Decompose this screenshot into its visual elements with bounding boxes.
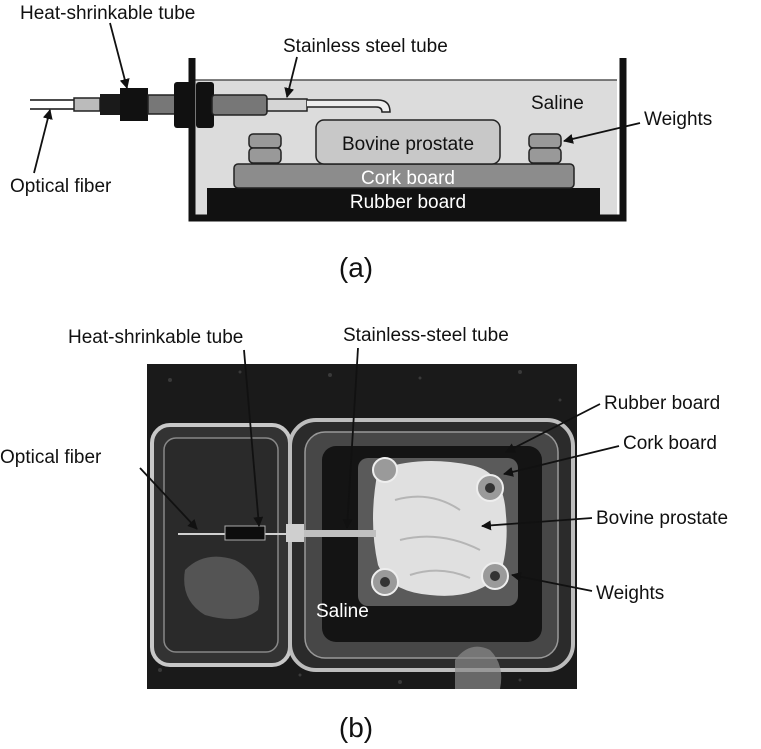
weights-left bbox=[248, 133, 282, 164]
connector-photo bbox=[286, 524, 304, 542]
label-a-saline: Saline bbox=[531, 93, 584, 114]
heat-shrinkable-tube-shape bbox=[120, 88, 148, 121]
label-a-bovine-prostate: Bovine prostate bbox=[342, 134, 474, 155]
arrow-a-heat-shrinkable-tube bbox=[109, 22, 130, 89]
bovine-prostate-shape bbox=[315, 119, 501, 165]
photo-texture bbox=[158, 370, 567, 684]
label-b-stainless-steel-tube: Stainless-steel tube bbox=[343, 325, 509, 346]
arrow-b-heat-shrinkable-tube bbox=[243, 349, 264, 527]
rubber-board-shape bbox=[207, 188, 600, 215]
panel-a-schematic: Heat-shrinkable tube Stainless steel tub… bbox=[10, 3, 712, 283]
label-a-rubber-board: Rubber board bbox=[350, 192, 466, 213]
panel-b-caption: (b) bbox=[339, 712, 373, 743]
arrow-b-bovine-prostate bbox=[481, 517, 593, 531]
bulkhead-nut-inner bbox=[196, 82, 214, 128]
connector-small bbox=[100, 94, 120, 115]
arrow-b-optical-fiber bbox=[139, 467, 198, 530]
arrow-a-weights bbox=[563, 122, 641, 144]
stainless-steel-tube-shape bbox=[266, 98, 308, 112]
label-b-heat-shrinkable-tube: Heat-shrinkable tube bbox=[68, 327, 243, 348]
label-b-weights: Weights bbox=[596, 583, 664, 604]
arrow-b-rubber-board bbox=[505, 403, 601, 453]
stainless-steel-tube-photo bbox=[304, 530, 376, 537]
panel-b-photo: Heat-shrinkable tube Stainless-steel tub… bbox=[0, 325, 728, 743]
fiber-tip bbox=[307, 99, 391, 113]
label-a-cork-board: Cork board bbox=[361, 168, 455, 189]
label-a-heat-shrinkable-tube: Heat-shrinkable tube bbox=[20, 3, 195, 24]
label-a-weights: Weights bbox=[644, 109, 712, 130]
left-container-mottle bbox=[184, 556, 260, 619]
tissue-shading bbox=[394, 495, 481, 579]
label-b-saline: Saline bbox=[316, 601, 369, 622]
fiber-jacket bbox=[73, 97, 101, 112]
arrow-a-optical-fiber bbox=[33, 109, 53, 174]
left-container-inner bbox=[163, 437, 279, 653]
weights-right bbox=[528, 133, 562, 164]
label-a-stainless-steel-tube: Stainless steel tube bbox=[283, 36, 448, 57]
weights-photo bbox=[371, 457, 509, 596]
panel-a-caption: (a) bbox=[339, 252, 373, 283]
feedthrough-tube bbox=[211, 94, 268, 116]
container-outline bbox=[188, 58, 627, 222]
arrow-b-cork-board bbox=[503, 445, 620, 477]
optical-fiber-line bbox=[30, 99, 75, 110]
bulkhead-nut-outer bbox=[174, 82, 192, 128]
heat-shrinkable-tube-photo bbox=[224, 525, 266, 541]
label-b-bovine-prostate: Bovine prostate bbox=[596, 508, 728, 529]
arrow-b-weights bbox=[511, 571, 593, 592]
label-b-rubber-board: Rubber board bbox=[604, 393, 720, 414]
label-b-cork-board: Cork board bbox=[623, 433, 717, 454]
photo-reflection bbox=[455, 646, 502, 689]
arrow-a-stainless-steel-tube bbox=[284, 56, 298, 98]
arrow-b-stainless-steel-tube bbox=[342, 347, 359, 529]
fitting-body bbox=[147, 94, 177, 115]
label-a-optical-fiber: Optical fiber bbox=[10, 176, 112, 197]
bovine-prostate-photo bbox=[373, 461, 507, 596]
label-b-optical-fiber: Optical fiber bbox=[0, 447, 102, 468]
